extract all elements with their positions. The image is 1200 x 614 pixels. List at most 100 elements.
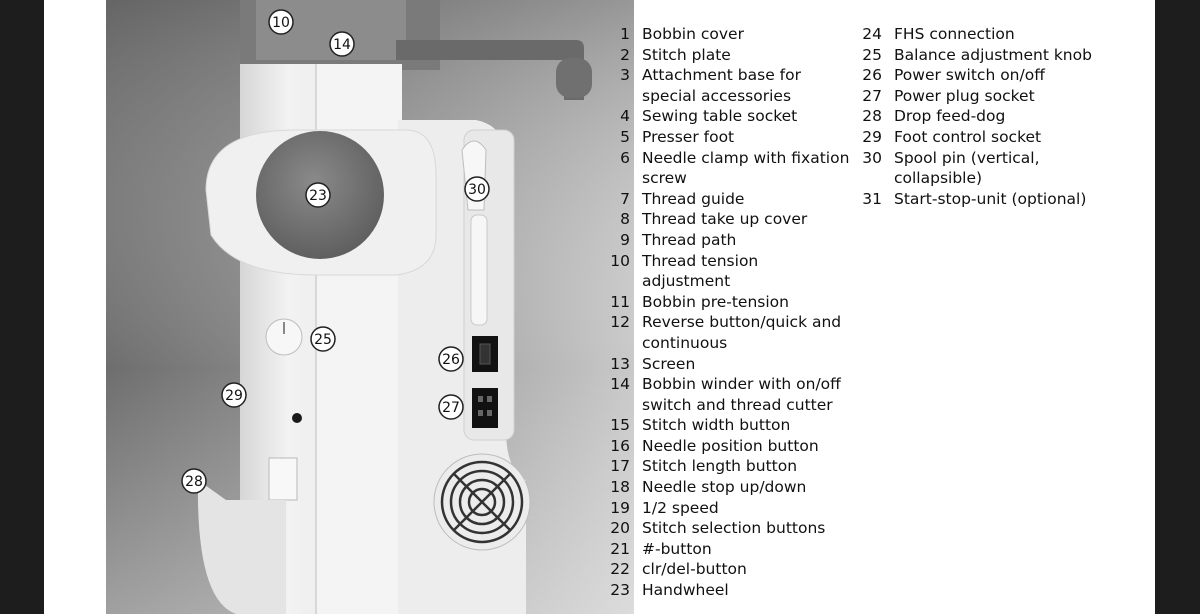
legend-item: 29 Foot control socket [852,127,1122,148]
legend-text: 1/2 speed [642,498,719,517]
legend-text: Needle position button [642,436,819,455]
legend-number: 30 [862,148,882,167]
legend-item: 13 Screen [600,354,850,375]
legend-item: 26 Power switch on/off [852,65,1122,86]
legend-text: Stitch plate [642,45,731,64]
legend-text: Start-stop-unit (optional) [894,189,1087,208]
callout-30: 30 [464,176,490,202]
legend-number: 6 [620,148,630,167]
callout-label: 23 [309,188,327,204]
legend-item: 7 Thread guide [600,189,850,210]
callout-23: 23 [305,182,331,208]
manual-page: 10 14 23 30 25 26 [44,0,1155,614]
legend-text: Needle clamp with fixation screw [642,148,850,188]
legend-item: 20 Stitch selection buttons [600,518,850,539]
parts-legend-left: 1 Bobbin cover 2 Stitch plate 3 Attachment ba… [600,24,850,601]
legend-number: 12 [610,313,630,332]
legend-number: 31 [862,189,882,208]
legend-number: 28 [862,107,882,126]
legend-text: Power plug socket [894,86,1035,105]
legend-item: 3 Attachment base for special accessories [600,65,850,106]
callout-label: 28 [185,474,203,490]
legend-number: 7 [620,189,630,208]
legend-item: 21#-button [600,539,850,560]
callout-14: 14 [329,31,355,57]
legend-number: 11 [610,292,630,311]
sewing-machine-photo: 10 14 23 30 25 26 [106,0,634,614]
legend-text: FHS connection [894,25,1015,43]
legend-item: 15 Stitch width button [600,415,850,436]
legend-text: Power switch on/off [894,66,1045,85]
legend-text: Balance adjustment knob [894,45,1092,64]
legend-number: 10 [610,251,630,270]
legend-text: Handwheel [642,581,729,600]
legend-item: 11 Bobbin pre-tension [600,292,850,313]
legend-text: Thread guide [642,189,745,208]
legend-item: 25 Balance adjustment knob [852,45,1122,66]
legend-text: Foot control socket [894,127,1042,146]
legend-number: 26 [862,66,882,85]
legend-text: Thread path [642,230,737,249]
legend-number: 8 [620,210,630,229]
legend-number: 20 [610,519,630,538]
legend-text: Thread take up cover [642,210,808,229]
legend-text: Spool pin (vertical, collapsible) [894,148,1040,188]
legend-text: Screen [642,354,696,373]
legend-item: 1 Bobbin cover [600,24,850,45]
legend-item: 31 Start-stop-unit (optional) [852,189,1122,210]
legend-item: 28 Drop feed-dog [852,106,1122,127]
legend-item: 9 Thread path [600,230,850,251]
legend-item: 23 Handwheel [600,580,850,601]
legend-item: 12 Reverse button/quick and continuous [600,312,850,353]
legend-text: Stitch length button [642,457,798,476]
legend-number: 9 [620,230,630,249]
legend-number: 17 [610,457,630,476]
callout-27: 27 [438,394,464,420]
callout-label: 30 [468,182,486,198]
legend-number: 25 [862,45,882,64]
machine-illustration: 10 14 23 30 25 26 [106,0,634,614]
legend-number: 3 [620,66,630,85]
legend-text: Needle stop up/down [642,478,807,497]
legend-number: 15 [610,416,630,435]
legend-text: Presser foot [642,127,735,146]
callout-29: 29 [221,382,247,408]
legend-number: 4 [620,107,630,126]
legend-number: 19 [610,498,630,517]
legend-number: 1 [620,25,630,43]
legend-number: 23 [610,581,630,600]
legend-text: Bobbin winder with on/off switch and thr… [642,375,841,414]
callout-28: 28 [181,468,207,494]
legend-item: 6 Needle clamp with fixation screw [600,148,850,189]
legend-text: Reverse button/quick and continuous [642,313,842,352]
legend-number: 2 [620,45,630,64]
legend-text: Bobbin pre-tension [642,292,789,311]
legend-text: Stitch width button [642,416,791,435]
legend-number: 13 [610,354,630,373]
legend-item: 17 Stitch length button [600,456,850,477]
legend-item: 30 Spool pin (vertical, collapsible) [852,148,1122,189]
callout-label: 29 [225,388,243,404]
legend-text: Drop feed-dog [894,107,1006,126]
legend-text: Bobbin cover [642,25,744,43]
legend-text: Attachment base for special accessories [642,66,801,105]
legend-item: 8 Thread take up cover [600,209,850,230]
callout-label: 10 [272,15,290,31]
legend-item: 5 Presser foot [600,127,850,148]
legend-item: 19 1/2 speed [600,498,850,519]
legend-number: 21 [610,539,630,558]
legend-number: 29 [862,127,882,146]
legend-text: Stitch selection buttons [642,519,826,538]
callout-label: 25 [314,332,332,348]
callout-10: 10 [268,9,294,35]
callout-26: 26 [438,346,464,372]
legend-number: 5 [620,127,630,146]
